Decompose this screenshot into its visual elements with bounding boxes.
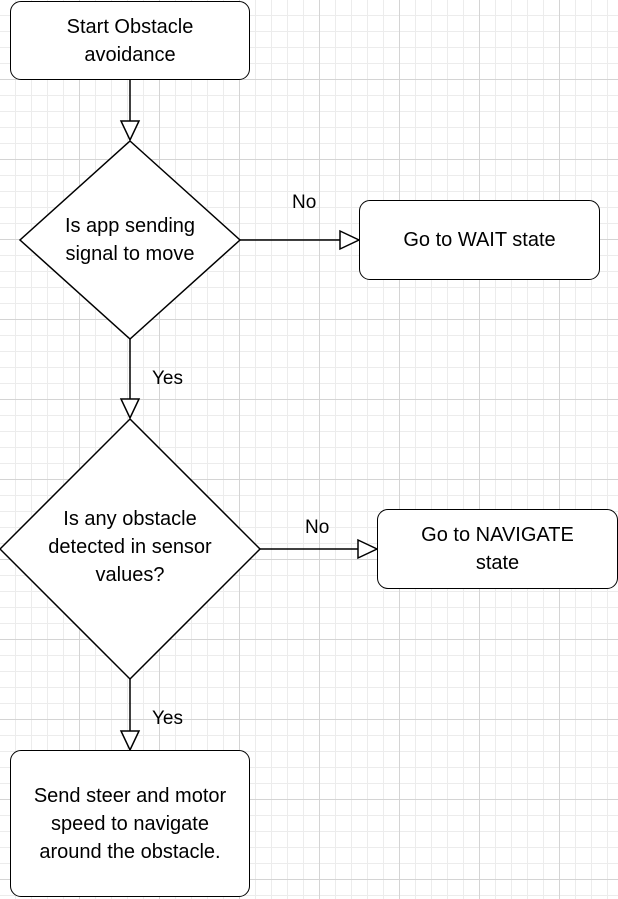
edge-label-obstacle-no: No (305, 517, 330, 538)
arrowhead-start-to-app-signal (119, 120, 141, 142)
edge-label-app-signal-yes: Yes (152, 368, 183, 389)
decision-text-app-signal: Is app sending signal to move (64, 215, 196, 265)
arrowhead-app-signal-yes (119, 398, 141, 420)
edge-label-app-signal-no: No (292, 192, 317, 213)
navigate-state-node[interactable]: Go to NAVIGATE state (377, 509, 618, 589)
steer-action-node[interactable]: Send steer and motor speed to navigate a… (10, 750, 250, 897)
start-node[interactable]: Start Obstacle avoidance (10, 1, 250, 80)
arrowhead-app-signal-no (339, 229, 361, 251)
wait-state-node[interactable]: Go to WAIT state (359, 200, 600, 280)
decision-text-obstacle: Is any obstacle detected in sensor value… (48, 508, 212, 586)
arrowhead-obstacle-no (357, 538, 379, 560)
edge-label-obstacle-yes: Yes (152, 708, 183, 729)
arrowhead-obstacle-yes (119, 730, 141, 752)
